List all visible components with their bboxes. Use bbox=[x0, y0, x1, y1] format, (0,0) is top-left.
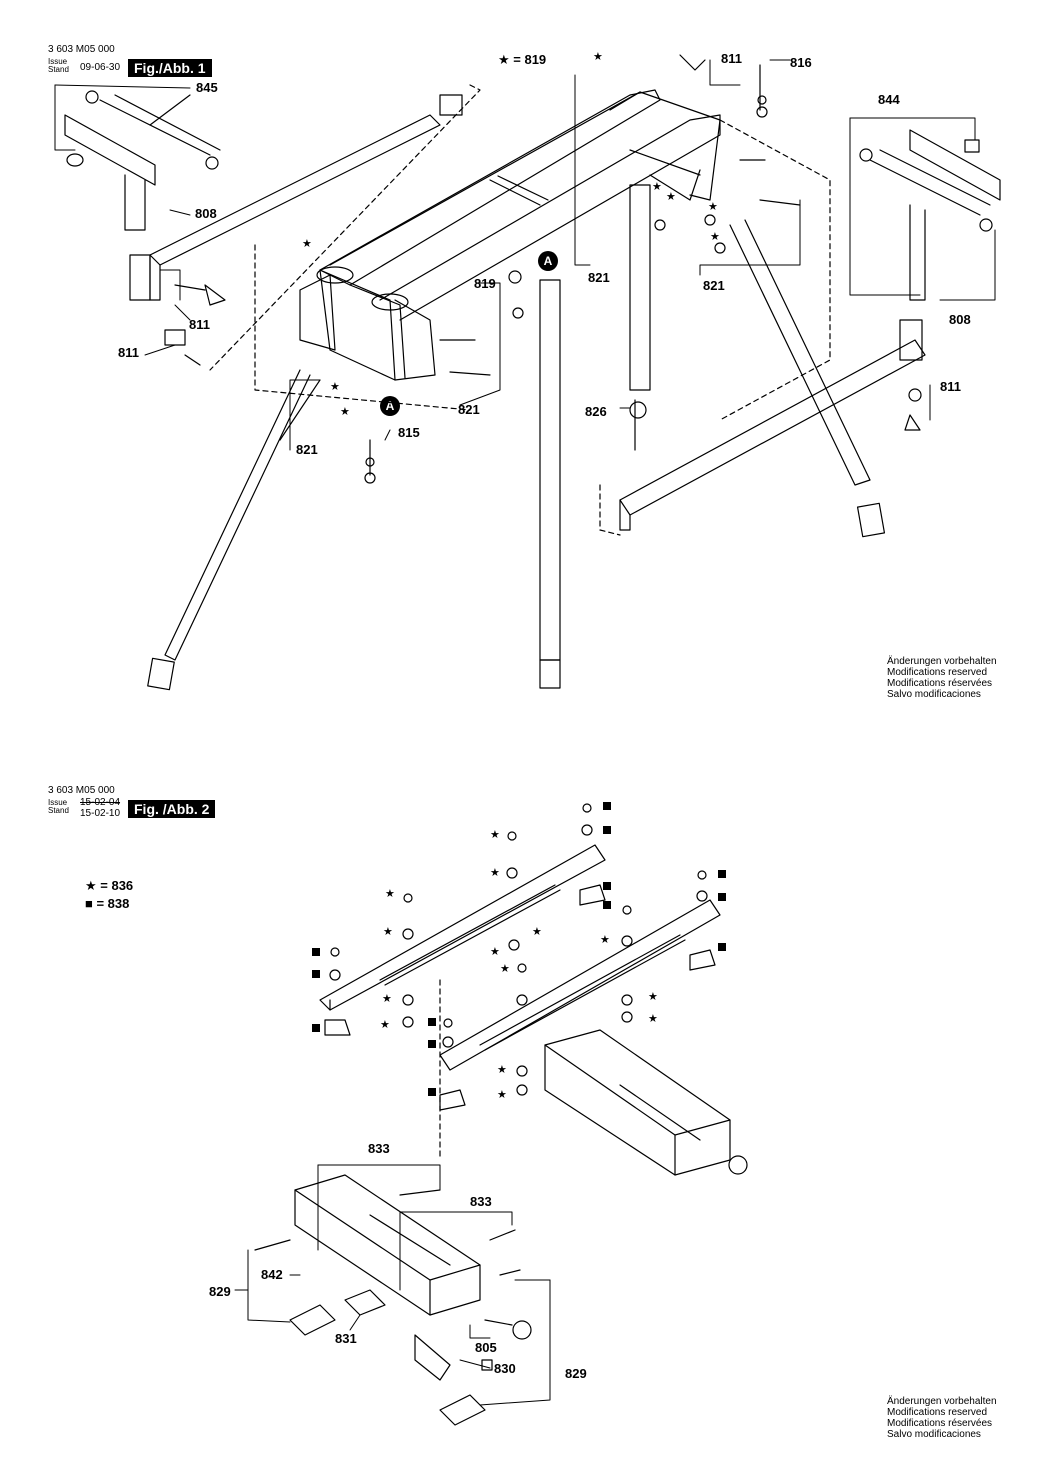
main-frame bbox=[299, 89, 721, 381]
callout-844: 844 bbox=[878, 92, 900, 107]
fig2-leaders bbox=[234, 1164, 551, 1406]
callout-821-right-b: 821 bbox=[703, 278, 725, 293]
legend-square: ■ = 838 bbox=[85, 896, 130, 911]
callout-833-a: 833 bbox=[368, 1141, 390, 1156]
callout-811-right: 811 bbox=[940, 379, 961, 394]
svg-text:★: ★ bbox=[710, 230, 720, 243]
fig2-rail-right bbox=[439, 899, 721, 1111]
marker-a-top: A bbox=[538, 251, 558, 271]
fig2-issue-label: Issue bbox=[48, 798, 68, 807]
svg-text:★: ★ bbox=[490, 945, 500, 958]
callout-821-left: 821 bbox=[296, 442, 318, 457]
fig2-legend: ★ = 836 ■ = 838 bbox=[85, 877, 133, 913]
note-de: Änderungen vorbehalten bbox=[887, 656, 997, 667]
right-extension-rail bbox=[619, 319, 926, 531]
fig2-lower-bracket bbox=[294, 1174, 532, 1340]
svg-text:★: ★ bbox=[490, 866, 500, 879]
note-en: Modifications reserved bbox=[887, 667, 988, 678]
fig2-fasteners bbox=[329, 803, 708, 1096]
fig1-star-legend: ★ = 819 bbox=[498, 52, 547, 67]
fig2-date: 15-02-10 bbox=[80, 808, 121, 819]
svg-text:★: ★ bbox=[385, 887, 395, 900]
fig1-issue-stand: Issue Stand bbox=[48, 58, 69, 74]
fig1-date: 09-06-30 bbox=[80, 62, 121, 73]
fig2-notes: Änderungen vorbehalten Modifications res… bbox=[887, 1396, 997, 1440]
svg-text:★: ★ bbox=[330, 380, 340, 393]
svg-text:★: ★ bbox=[600, 933, 610, 946]
svg-text:★: ★ bbox=[648, 1012, 658, 1025]
center-leg bbox=[539, 279, 561, 689]
left-legs bbox=[147, 369, 321, 691]
svg-text:★: ★ bbox=[302, 237, 312, 250]
callout-829-left: 829 bbox=[209, 1284, 231, 1299]
svg-text:★: ★ bbox=[340, 405, 350, 418]
note2-de: Änderungen vorbehalten bbox=[887, 1396, 997, 1407]
right-diagonal-leg bbox=[729, 219, 886, 538]
svg-text:★: ★ bbox=[497, 1063, 507, 1076]
legend-star: ★ = 836 bbox=[85, 878, 134, 893]
hardware bbox=[164, 54, 922, 484]
fig1-part-number: 3 603 M05 000 bbox=[48, 44, 115, 55]
callout-826: 826 bbox=[585, 404, 607, 419]
callout-831: 831 bbox=[335, 1331, 357, 1346]
left-support-808 bbox=[64, 90, 221, 231]
svg-text:★: ★ bbox=[500, 962, 510, 975]
fig1-tag: Fig./Abb. 1 bbox=[128, 59, 212, 77]
callout-811-a: 811 bbox=[189, 317, 210, 332]
callout-842: 842 bbox=[261, 1267, 283, 1282]
fig2-date-old: 15-02-04 bbox=[80, 797, 121, 808]
svg-text:★: ★ bbox=[497, 1088, 507, 1101]
glyph-markers: ★★ ★★ ★★ ★★ ★★ ★★ ★★ ★★ ★★ ★★ ★★ bbox=[302, 50, 726, 1101]
fig2-clamps bbox=[254, 1189, 521, 1426]
right-support-844 bbox=[859, 129, 1001, 301]
right-leg-short bbox=[629, 184, 651, 451]
callout-833-b: 833 bbox=[470, 1194, 492, 1209]
fig2-upper-bracket bbox=[544, 1029, 748, 1176]
callout-821-right-a: 821 bbox=[588, 270, 610, 285]
svg-text:★: ★ bbox=[532, 925, 542, 938]
svg-text:★: ★ bbox=[652, 180, 662, 193]
callout-829-right: 829 bbox=[565, 1366, 587, 1381]
fig1-leaders bbox=[54, 59, 996, 451]
fig1-stand-label: Stand bbox=[48, 65, 69, 74]
svg-text:★: ★ bbox=[648, 990, 658, 1003]
fig1-issue-label: Issue bbox=[48, 57, 68, 66]
svg-text:★: ★ bbox=[382, 992, 392, 1005]
fig2-part-number: 3 603 M05 000 bbox=[48, 785, 115, 796]
callout-845: 845 bbox=[196, 80, 218, 95]
svg-text:★: ★ bbox=[666, 190, 676, 203]
note2-fr: Modifications réservées bbox=[887, 1418, 993, 1429]
svg-text:★: ★ bbox=[380, 1018, 390, 1031]
callout-815: 815 bbox=[398, 425, 420, 440]
svg-text:★: ★ bbox=[490, 828, 500, 841]
svg-text:★: ★ bbox=[593, 50, 603, 63]
fig2-tag: Fig. /Abb. 2 bbox=[128, 800, 216, 818]
note2-es: Salvo modificaciones bbox=[887, 1429, 981, 1440]
fig1-notes: Änderungen vorbehalten Modifications res… bbox=[887, 656, 997, 700]
callout-830: 830 bbox=[494, 1361, 516, 1376]
assembly-guides bbox=[209, 84, 831, 1161]
callout-816: 816 bbox=[790, 55, 812, 70]
fig2-stand-label: Stand bbox=[48, 806, 69, 815]
left-extension-rail bbox=[129, 94, 463, 301]
callout-805: 805 bbox=[475, 1340, 497, 1355]
fig2-rail-left bbox=[319, 844, 606, 1036]
note-es: Salvo modificaciones bbox=[887, 689, 981, 700]
fig2-issue-stand: Issue Stand bbox=[48, 799, 69, 815]
note-fr: Modifications réservées bbox=[887, 678, 993, 689]
marker-a-bottom: A bbox=[380, 396, 400, 416]
note2-en: Modifications reserved bbox=[887, 1407, 988, 1418]
svg-text:★: ★ bbox=[708, 200, 718, 213]
callout-811-b: 811 bbox=[118, 345, 139, 360]
callout-808-left: 808 bbox=[195, 206, 217, 221]
svg-text:★: ★ bbox=[383, 925, 393, 938]
callout-808-right: 808 bbox=[949, 312, 971, 327]
callout-811-top: 811 bbox=[721, 51, 742, 66]
